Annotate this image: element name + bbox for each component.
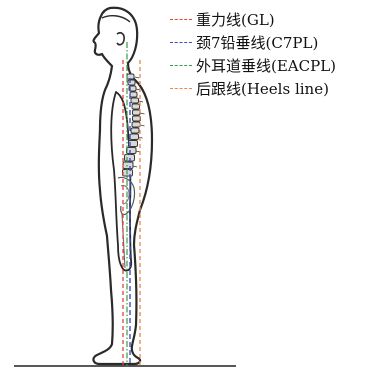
legend-swatch-c7pl bbox=[170, 42, 192, 43]
legend-label-gl: 重力线(GL) bbox=[196, 9, 275, 30]
legend-label-heels: 后跟线(Heels line) bbox=[196, 78, 329, 99]
legend-item-gl: 重力线(GL) bbox=[170, 8, 382, 31]
arm-outline bbox=[111, 92, 131, 271]
legend-item-eacpl: 外耳道垂线(EACPL) bbox=[170, 54, 382, 77]
hair-line bbox=[102, 16, 130, 22]
legend-label-eacpl: 外耳道垂线(EACPL) bbox=[196, 55, 336, 76]
legend: 重力线(GL) 颈7铅垂线(C7PL) 外耳道垂线(EACPL) 后跟线(Hee… bbox=[170, 8, 382, 100]
legend-swatch-gl bbox=[170, 19, 192, 20]
legend-item-heels: 后跟线(Heels line) bbox=[170, 77, 382, 100]
legend-label-c7pl: 颈7铅垂线(C7PL) bbox=[196, 32, 318, 53]
legend-swatch-heels bbox=[170, 88, 192, 89]
ear bbox=[117, 33, 124, 45]
legend-swatch-eacpl bbox=[170, 65, 192, 66]
legend-item-c7pl: 颈7铅垂线(C7PL) bbox=[170, 31, 382, 54]
